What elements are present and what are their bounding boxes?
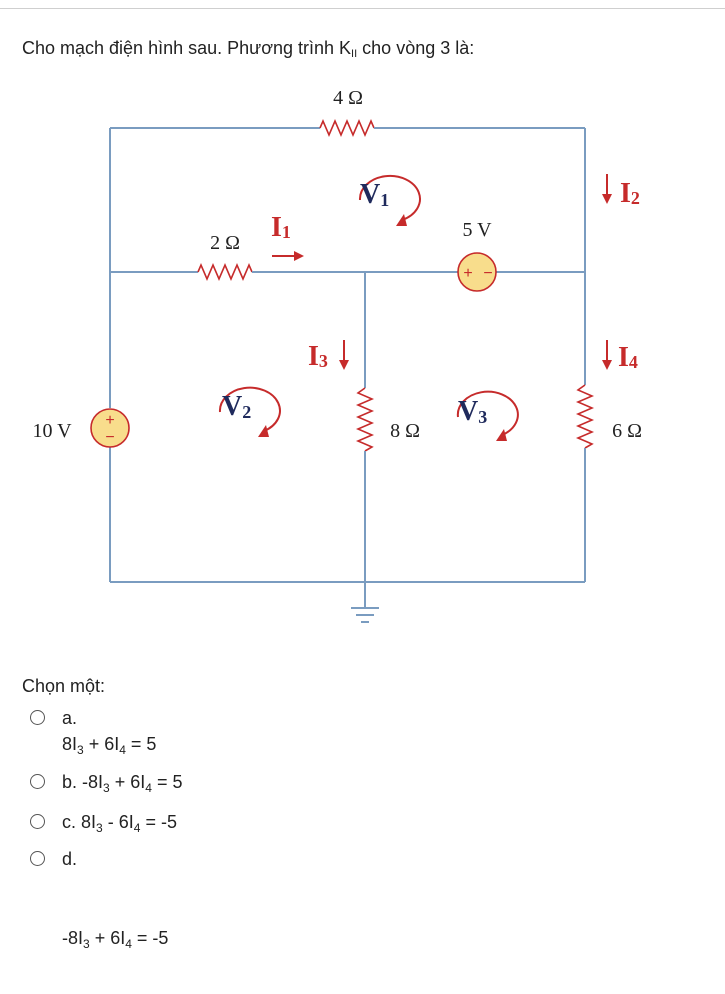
resistor-4ohm-label: 4 Ω — [333, 87, 363, 109]
option-d-radio[interactable] — [30, 851, 45, 866]
current-i2-arrow-icon — [602, 174, 612, 204]
choose-one-label: Chọn một: — [22, 676, 106, 696]
option-c-radio[interactable] — [30, 814, 45, 829]
loop-v1-label: V1 — [360, 179, 389, 210]
loop-v2-label: V2 — [222, 391, 251, 422]
option-b-text: b. -8I3 + 6I4 = 5 — [62, 772, 183, 795]
current-i3-label: I3 — [308, 341, 328, 372]
current-i4-label: I4 — [618, 342, 638, 373]
option-b-radio[interactable] — [30, 774, 45, 789]
circuit-diagram: + − + − 4 Ω 2 Ω 8 Ω 6 Ω 10 V 5 V I1 I2 I… — [32, 87, 642, 623]
option-c-text: c. 8I3 - 6I4 = -5 — [62, 812, 177, 835]
source5-minus-sign: − — [483, 265, 492, 282]
option-a-equation[interactable]: 8I3 + 6I4 = 5 — [62, 734, 157, 757]
resistor-6ohm-label: 6 Ω — [612, 420, 642, 442]
source-5v-label: 5 V — [462, 219, 492, 241]
current-i2-label: I2 — [620, 178, 640, 209]
loop-v3-arrow-icon — [456, 390, 519, 436]
ground-icon — [351, 607, 379, 623]
resistor-2ohm-label: 2 Ω — [210, 232, 240, 254]
source5-plus-sign: + — [463, 265, 472, 282]
question-text: Cho mạch điện hình sau. Phương trình KII… — [22, 38, 475, 60]
option-a-letter: a. — [62, 708, 78, 728]
source-10v-label: 10 V — [32, 420, 72, 442]
source-minus-sign: − — [105, 429, 114, 446]
top-divider — [0, 8, 725, 9]
current-i1-label: I1 — [271, 212, 291, 243]
source-plus-sign: + — [105, 412, 114, 429]
circuit-wires — [109, 118, 595, 608]
loop-v3-label: V3 — [458, 396, 487, 427]
voltage-source-5v — [457, 252, 497, 292]
resistor-8ohm-label: 8 Ω — [390, 420, 420, 442]
option-a-radio[interactable] — [30, 710, 45, 725]
option-d-equation[interactable]: -8I3 + 6I4 = -5 — [62, 928, 169, 951]
loop-v2-arrow-icon — [218, 386, 281, 432]
option-d-letter: d. — [62, 849, 78, 869]
current-i4-arrow-icon — [602, 340, 612, 370]
current-i1-arrow-icon — [272, 251, 304, 261]
loop-v1-arrow-icon — [358, 174, 421, 221]
current-i3-arrow-icon — [339, 340, 349, 370]
voltage-source-10v — [90, 408, 130, 448]
